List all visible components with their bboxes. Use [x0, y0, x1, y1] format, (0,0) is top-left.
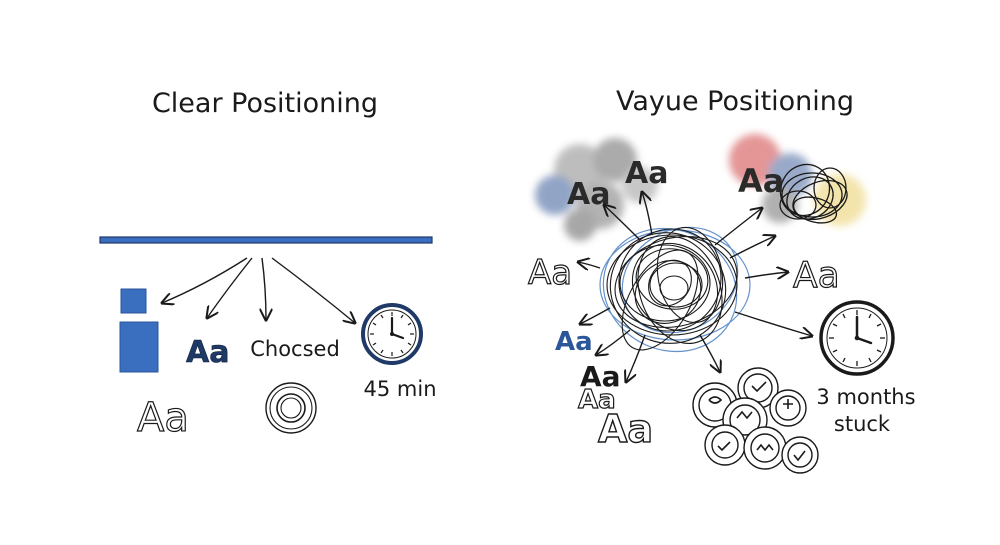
font-sample-gray-1: Aa — [567, 177, 610, 212]
left-panel: Clear Positioning Aa Chocsed — [99, 88, 437, 442]
right-time-label-line2: stuck — [834, 412, 891, 436]
right-panel: Vayue Positioning Aa Aa Aa — [527, 86, 916, 474]
target-ring-icon — [265, 382, 317, 434]
left-panel-title: Clear Positioning — [152, 88, 378, 119]
scribble-tangle-icon — [599, 226, 751, 353]
blue-blocks-icon — [119, 288, 159, 373]
left-arrows — [162, 257, 355, 323]
gray-smudge-cluster — [535, 138, 658, 241]
stamp-cluster-icon — [692, 367, 819, 474]
dark-scribble-knot — [779, 163, 848, 224]
font-sample-stack-1: Aa — [580, 360, 621, 393]
font-sample-bold: Aa — [186, 335, 229, 370]
left-time-label: 45 min — [364, 377, 437, 401]
stamp-marks — [708, 381, 806, 462]
font-sample-red: Aa — [738, 162, 784, 200]
font-sample-outline: Aa — [137, 395, 189, 441]
font-sample-stack-2: Aa — [578, 385, 616, 415]
right-panel-title: Vayue Positioning — [616, 86, 854, 117]
choice-label: Chocsed — [250, 337, 340, 361]
font-sample-blue: Aa — [555, 327, 593, 357]
clock-icon-right — [819, 300, 895, 376]
positioning-bar — [99, 236, 433, 244]
clock-icon — [361, 303, 423, 365]
right-arrows — [578, 192, 812, 382]
font-sample-outline-right: Aa — [793, 255, 840, 296]
font-sample-gray-2: Aa — [625, 156, 668, 191]
right-time-label-line1: 3 months — [816, 385, 915, 409]
font-sample-stack-3: Aa — [598, 407, 653, 451]
font-sample-outline-left: Aa — [528, 253, 572, 293]
